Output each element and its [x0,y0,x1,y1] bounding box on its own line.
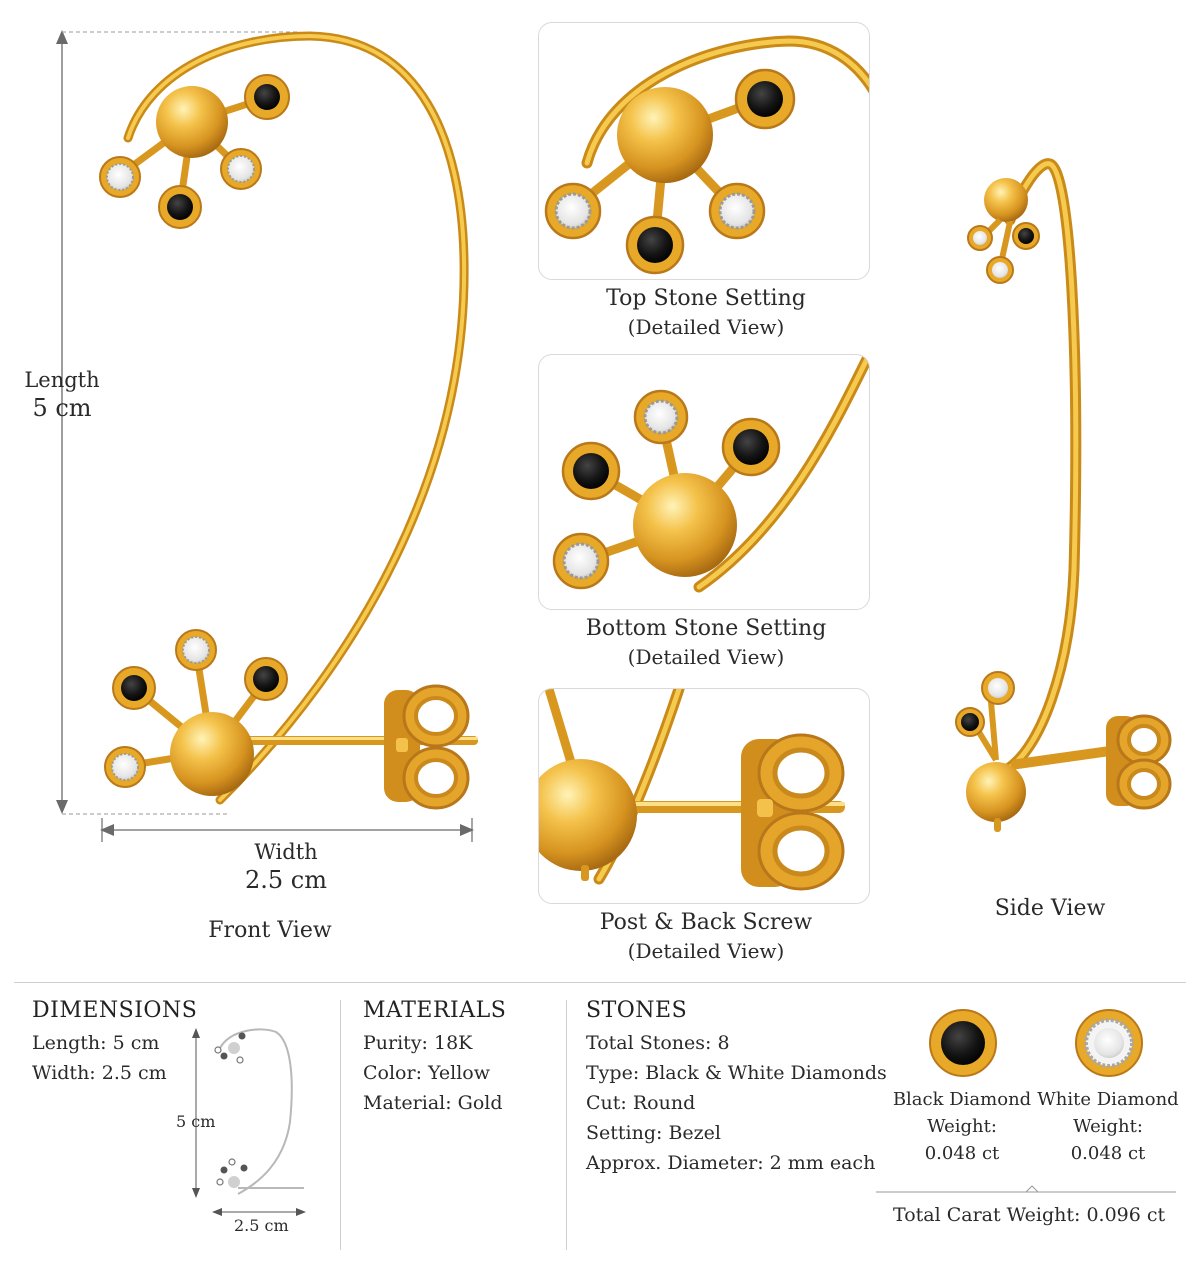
black-diamond-name: Black Diamond [892,1089,1032,1110]
detail-panel-top-stone [538,22,870,280]
stones-type: Type: Black & White Diamonds [586,1062,887,1084]
front-view-caption: Front View [208,918,332,943]
dimensions-title: DIMENSIONS [32,998,198,1023]
white-diamond-name: White Diamond [1037,1089,1179,1110]
bottom-stone-caption: Bottom Stone Setting (Detailed View) [538,616,874,669]
top-stone-subtitle: (Detailed View) [627,315,785,339]
mini-width-label: 2.5 cm [234,1216,289,1235]
materials-material: Material: Gold [363,1092,503,1114]
top-stone-drawing [544,35,869,275]
front-view-drawing [56,30,478,842]
dimensions-length: Length: 5 cm [32,1032,160,1054]
top-stone-title: Top Stone Setting [606,286,806,311]
width-label: Width [254,840,318,864]
top-stone-caption: Top Stone Setting (Detailed View) [538,286,874,339]
total-divider [876,1185,1176,1193]
stones-diameter: Approx. Diameter: 2 mm each [586,1152,876,1174]
width-dimension-label: Width 2.5 cm [206,840,366,894]
materials-purity: Purity: 18K [363,1032,473,1054]
detail-panel-bottom-stone [538,354,870,610]
spec-column-divider-2 [566,1000,567,1250]
length-dimension-label: Length 5 cm [12,368,112,422]
mini-earring-diagram [192,1028,306,1216]
post-back-caption: Post & Back Screw (Detailed View) [538,910,874,963]
black-diamond-icon [929,1009,997,1077]
white-diamond-weight-label: Weight: [1073,1116,1143,1137]
post-back-drawing [539,689,845,891]
white-diamond-label: White Diamond Weight: 0.048 ct [1033,1086,1183,1167]
bottom-stone-title: Bottom Stone Setting [585,616,827,641]
post-back-title: Post & Back Screw [599,910,813,935]
bottom-stone-drawing [552,355,869,593]
stones-title: STONES [586,998,688,1023]
length-value: 5 cm [32,394,92,422]
length-label: Length [24,368,100,392]
stones-setting: Setting: Bezel [586,1122,721,1144]
bottom-stone-subtitle: (Detailed View) [627,645,785,669]
spec-column-divider-1 [340,1000,341,1250]
side-view-caption: Side View [994,896,1106,921]
mini-length-label: 5 cm [176,1112,216,1131]
spec-divider [14,982,1186,983]
white-diamond-icon [1075,1009,1143,1077]
materials-title: MATERIALS [363,998,507,1023]
side-view-drawing [955,158,1172,832]
post-back-subtitle: (Detailed View) [627,939,785,963]
black-diamond-label: Black Diamond Weight: 0.048 ct [887,1086,1037,1167]
white-diamond-weight: 0.048 ct [1070,1143,1146,1164]
detail-panel-post-back [538,688,870,904]
width-value: 2.5 cm [245,866,327,894]
materials-color: Color: Yellow [363,1062,491,1084]
black-diamond-weight: 0.048 ct [924,1143,1000,1164]
dimensions-width: Width: 2.5 cm [32,1062,167,1084]
stones-cut: Cut: Round [586,1092,696,1114]
black-diamond-weight-label: Weight: [927,1116,997,1137]
total-carat-weight: Total Carat Weight: 0.096 ct [893,1204,1166,1226]
stones-total: Total Stones: 8 [586,1032,730,1054]
